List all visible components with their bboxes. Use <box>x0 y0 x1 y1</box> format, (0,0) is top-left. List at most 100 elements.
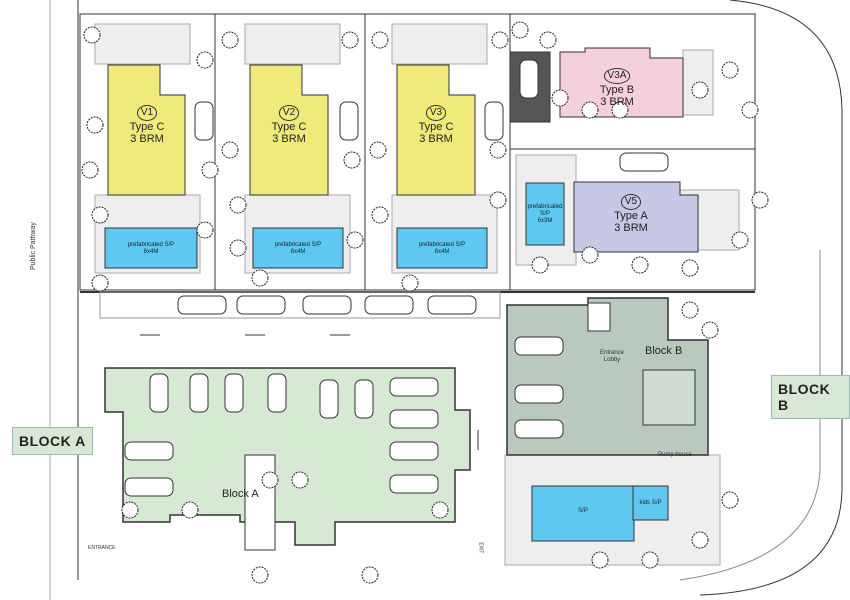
pump-house-label: Pump house <box>658 452 692 458</box>
tree-icon <box>591 551 609 569</box>
car-icon <box>124 441 174 461</box>
car-icon <box>267 373 287 413</box>
house-v2 <box>249 64 329 196</box>
car-icon <box>389 474 439 494</box>
tree-icon <box>701 321 719 339</box>
tree-icon <box>581 101 599 119</box>
villa-rooms: 3 BRM <box>272 133 306 146</box>
pool-type: prefabricated S/P <box>274 242 322 248</box>
pool-v5 <box>525 182 565 246</box>
house-v5 <box>573 181 699 253</box>
block-b-lift <box>587 302 611 332</box>
pool-v3 <box>396 227 488 269</box>
tree-icon <box>81 161 99 179</box>
tree-icon <box>91 274 109 292</box>
car-icon <box>427 295 477 315</box>
pool-type: prefabricated <box>527 204 563 210</box>
tree-icon <box>341 31 359 49</box>
block-a-label: Block A <box>222 488 259 500</box>
car-icon <box>514 384 564 404</box>
car-icon <box>484 101 504 141</box>
villa-id: V2 <box>278 105 300 121</box>
villa-rooms: 3 BRM <box>419 133 453 146</box>
terrace-v3 <box>391 23 488 65</box>
cars <box>124 59 669 497</box>
pool-v2 <box>252 227 344 269</box>
entrance-label: ENTRANCE <box>88 545 116 551</box>
car-icon <box>149 373 169 413</box>
tree-icon <box>401 274 419 292</box>
tree-icon <box>721 491 739 509</box>
tree-icon <box>221 31 239 49</box>
car-icon <box>619 152 669 172</box>
car-icon <box>514 336 564 356</box>
car-icon <box>364 295 414 315</box>
tree-icon <box>581 246 599 264</box>
block-b-tag: BLOCK B <box>771 375 850 419</box>
car-icon <box>389 377 439 397</box>
tree-icon <box>229 239 247 257</box>
entrance-lobby-label: Entrance Lobby <box>599 350 624 363</box>
parking-row <box>99 291 501 319</box>
tree-icon <box>489 191 507 209</box>
tree-icon <box>731 231 749 249</box>
tree-icon <box>691 531 709 549</box>
house-v3 <box>396 64 476 196</box>
tree-icon <box>261 471 279 489</box>
terrace-v2 <box>244 23 341 65</box>
car-icon <box>514 419 564 439</box>
terrace-v1 <box>94 23 191 65</box>
tree-icon <box>196 51 214 69</box>
tree-icon <box>291 471 309 489</box>
car-icon <box>236 295 286 315</box>
pool-size: 6x3M <box>537 217 553 224</box>
tree-icon <box>346 231 364 249</box>
tree-icon <box>371 31 389 49</box>
car-icon <box>194 101 214 141</box>
tree-icon <box>511 21 529 39</box>
tree-icon <box>631 256 649 274</box>
house-v1 <box>107 64 186 196</box>
villa-type: Type C <box>271 120 307 133</box>
tree-icon <box>551 89 569 107</box>
pool-type: prefabricated S/P <box>127 242 175 248</box>
car-icon <box>519 59 539 99</box>
villa-rooms: 3 BRM <box>130 133 164 146</box>
kids-pool <box>632 485 669 521</box>
block-a-stair <box>244 454 276 551</box>
tree-icon <box>201 161 219 179</box>
car-icon <box>339 101 359 141</box>
villa-v2-label: V2 Type C 3 BRM <box>254 105 324 146</box>
tree-icon <box>489 141 507 159</box>
tree-icon <box>343 151 361 169</box>
villa-v3a-label: V3A Type B 3 BRM <box>582 68 652 109</box>
trees <box>81 21 769 584</box>
tree-icon <box>681 259 699 277</box>
tree-icon <box>251 269 269 287</box>
main-pool-label: S/P <box>578 508 588 514</box>
tree-icon <box>751 191 769 209</box>
tree-icon <box>221 141 239 159</box>
car-icon <box>389 441 439 461</box>
tree-icon <box>251 566 269 584</box>
villa-type: Type B <box>599 83 635 96</box>
car-icon <box>389 409 439 429</box>
tree-icon <box>83 26 101 44</box>
tree-icon <box>371 206 389 224</box>
tree-icon <box>721 61 739 79</box>
block-b-changing-rooms <box>642 369 696 426</box>
tree-icon <box>431 501 449 519</box>
car-icon <box>224 373 244 413</box>
pool-v1 <box>104 227 198 269</box>
car-icon <box>124 477 174 497</box>
car-icon <box>302 295 352 315</box>
car-icon <box>354 379 374 419</box>
main-pool <box>531 485 635 542</box>
car-icon <box>189 373 209 413</box>
exit-label: EXIT <box>477 542 484 554</box>
